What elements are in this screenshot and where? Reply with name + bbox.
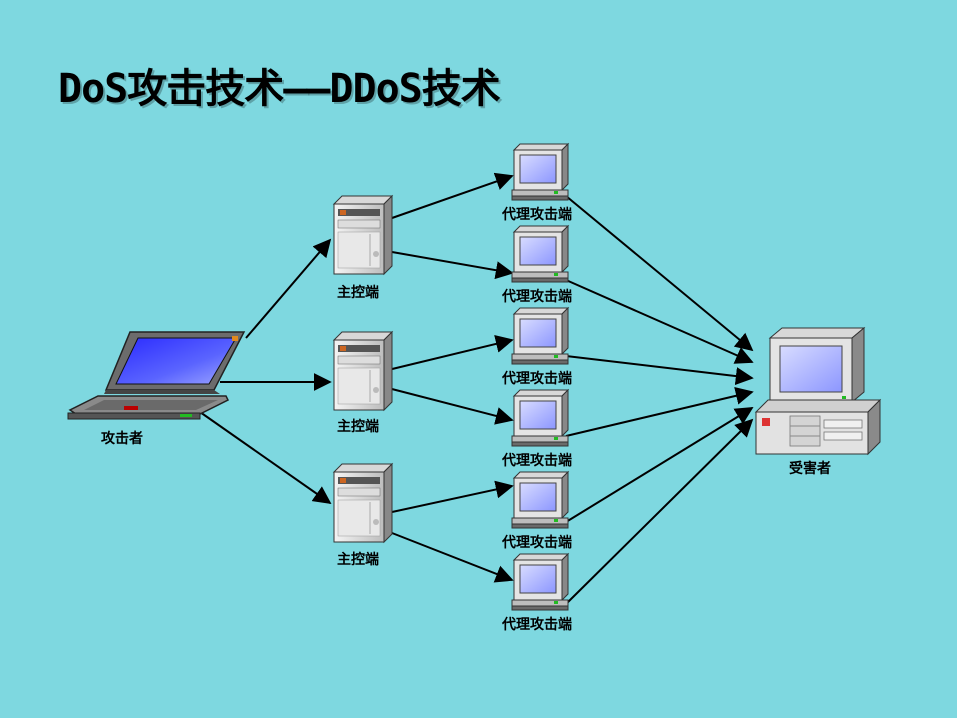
arrow <box>565 195 754 352</box>
computer-monitor-icon <box>511 552 570 611</box>
arrows-agents-to-victim <box>565 195 754 605</box>
computer-monitor-icon <box>511 306 570 365</box>
master-label: 主控端 <box>337 285 379 301</box>
arrow <box>387 335 514 371</box>
agent-label: 代理攻击端 <box>502 453 572 469</box>
arrow <box>391 172 514 219</box>
arrow <box>391 532 514 583</box>
agent-label: 代理攻击端 <box>502 289 572 305</box>
laptop-icon <box>67 331 246 420</box>
arrow <box>565 386 754 437</box>
server-icon <box>332 462 394 544</box>
server-icon <box>332 194 394 276</box>
computer-monitor-icon <box>511 224 570 283</box>
computer-monitor-icon <box>511 388 570 447</box>
computer-monitor-icon <box>511 142 570 201</box>
arrow <box>391 480 514 513</box>
agent-label: 代理攻击端 <box>502 371 572 387</box>
arrow <box>565 279 754 364</box>
arrow <box>565 355 754 386</box>
agent-label: 代理攻击端 <box>502 207 572 223</box>
agent-label: 代理攻击端 <box>502 535 572 551</box>
arrow <box>565 418 754 605</box>
arrow <box>565 407 754 523</box>
victim-label: 受害者 <box>789 461 831 477</box>
arrow <box>387 387 514 425</box>
arrows-attacker-to-masters <box>199 238 332 505</box>
master-label: 主控端 <box>337 552 379 568</box>
arrow <box>245 238 332 339</box>
computer-monitor-icon <box>511 470 570 529</box>
master-label: 主控端 <box>337 419 379 435</box>
desktop-computer-icon <box>754 326 882 456</box>
agent-label: 代理攻击端 <box>502 617 572 633</box>
arrow <box>391 251 514 280</box>
server-icon <box>332 330 394 412</box>
page-title: DoS攻击技术——DDoS技术 <box>58 66 501 112</box>
arrow <box>199 411 332 505</box>
arrows-masters-to-agents <box>387 172 514 583</box>
attacker-label: 攻击者 <box>101 431 143 447</box>
